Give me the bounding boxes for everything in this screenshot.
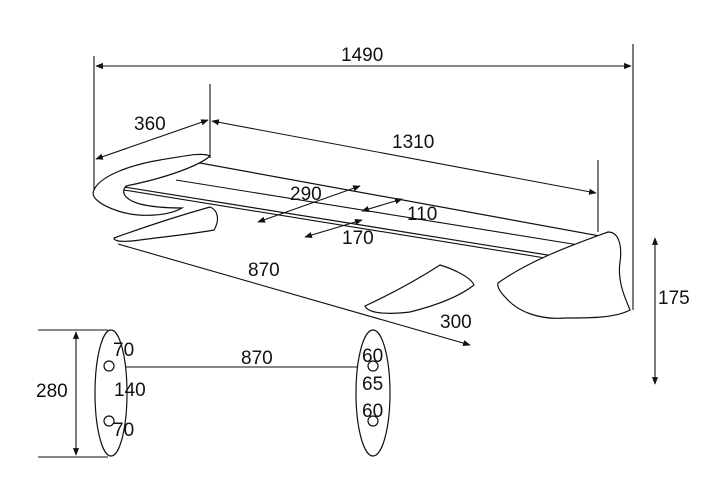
left-section-ellipse: [94, 329, 128, 457]
label-mount-length: 300: [440, 312, 472, 333]
label-wing-span: 1310: [392, 132, 434, 153]
label-lower-offset: 170: [342, 228, 374, 249]
label-hole-spacing-mid: 140: [114, 380, 146, 401]
right-section-view: [355, 329, 391, 457]
extension-lines: [38, 44, 634, 458]
left-hole-top: [103, 360, 115, 372]
dimension-labels: 1490 360 1310 290 110 170 870 300 175 28…: [36, 45, 690, 441]
right-hole-bottom: [367, 415, 379, 427]
right-mount: [364, 264, 475, 314]
right-hole-top: [367, 360, 379, 372]
label-section-mid: 65: [362, 374, 383, 395]
label-section-bottom: 60: [362, 401, 383, 422]
right-end-plate: [497, 231, 631, 319]
label-end-plate-depth: 360: [134, 114, 166, 135]
left-mount: [113, 206, 219, 242]
label-hole-spacing-top: 70: [113, 340, 134, 361]
label-upper-chord: 290: [290, 184, 322, 205]
label-mount-spacing: 870: [248, 260, 280, 281]
left-section-view: [94, 329, 128, 457]
label-endplate-height: 280: [36, 381, 68, 402]
dimension-lines: [72, 62, 659, 456]
label-overall-width: 1490: [341, 45, 383, 66]
label-section-top: 60: [362, 346, 383, 367]
left-hole-bottom: [103, 415, 115, 427]
label-upper-offset: 110: [407, 204, 437, 225]
label-hole-spacing-bottom: 70: [113, 420, 134, 441]
label-section-spacing: 870: [241, 348, 273, 369]
right-section-ellipse: [355, 329, 391, 457]
label-overall-height: 175: [658, 288, 690, 309]
